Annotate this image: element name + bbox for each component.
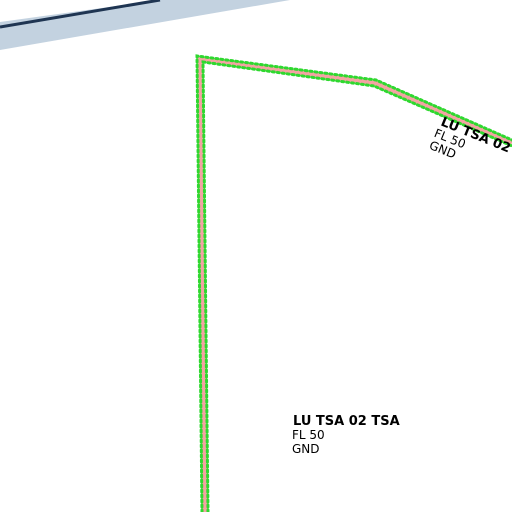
tsa-boundary-dotted-inner	[201, 60, 512, 514]
center-label-upper-limit: FL 50	[292, 428, 325, 442]
band-edge-line	[0, 0, 161, 29]
tsa-boundary-line	[197, 56, 512, 513]
center-label-lower-limit: GND	[292, 442, 320, 456]
adjacent-band	[0, 0, 290, 50]
center-label-name: LU TSA 02 TSA	[293, 414, 400, 429]
band-fill	[0, 0, 290, 50]
tsa-boundary-dotted-outer	[195, 54, 512, 514]
airspace-center-label: LU TSA 02 TSA FL 50 GND	[292, 414, 400, 456]
